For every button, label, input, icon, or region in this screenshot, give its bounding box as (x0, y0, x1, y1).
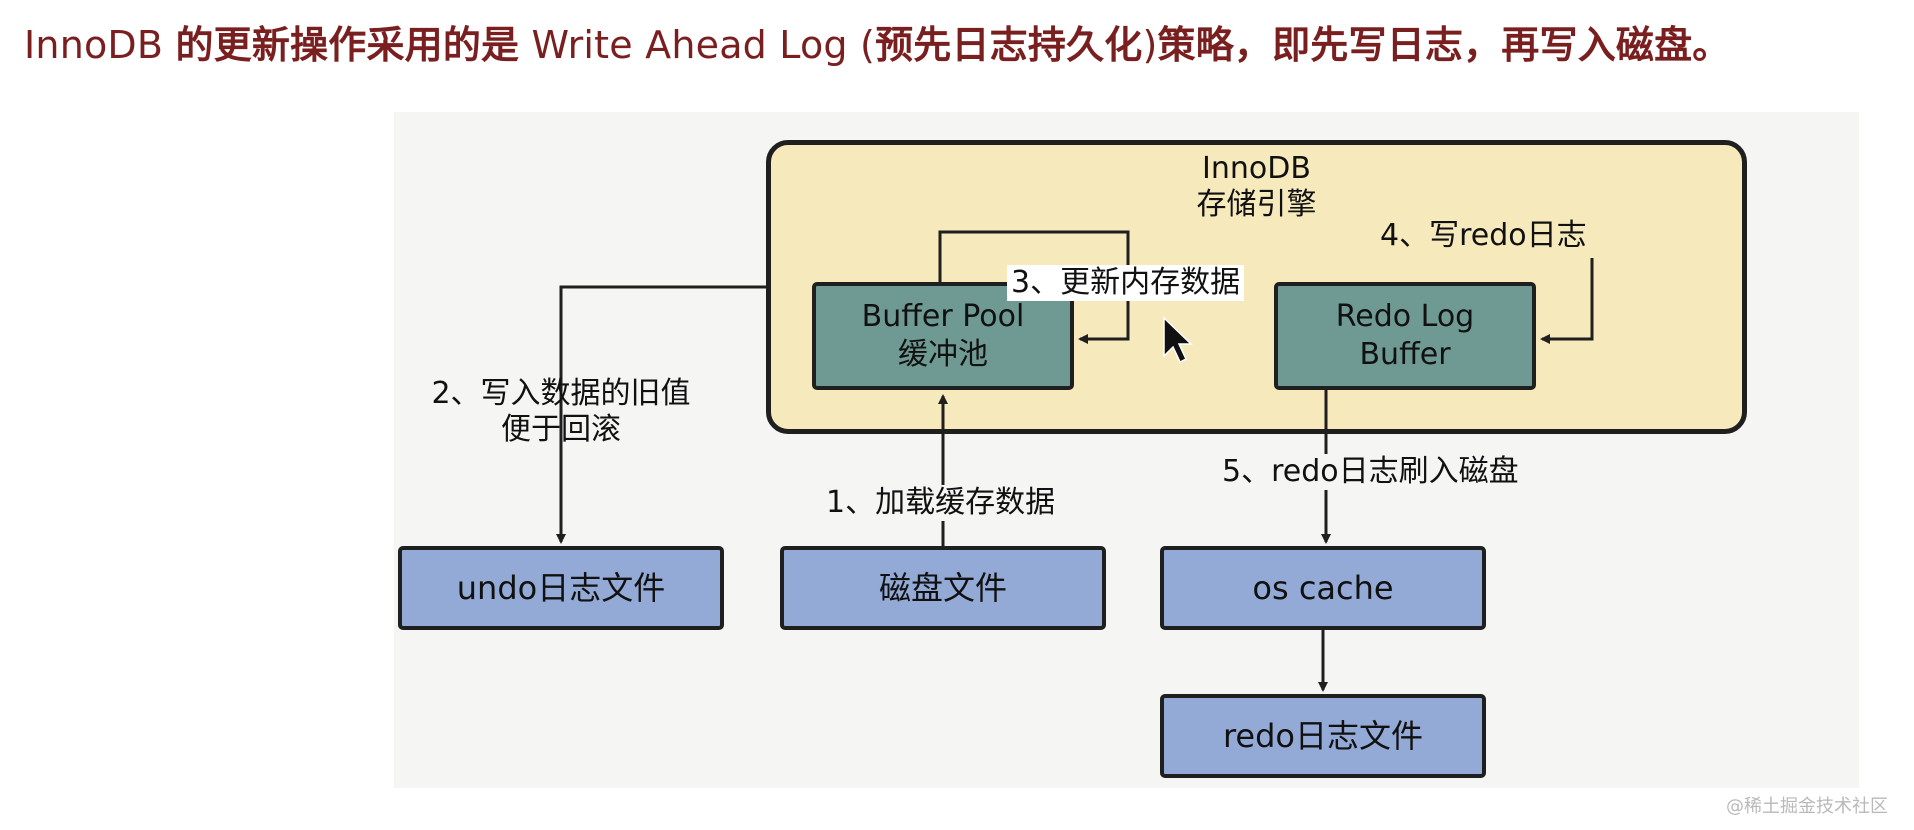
page-headline: InnoDB 的更新操作采用的是 Write Ahead Log (预先日志持久… (24, 10, 1731, 80)
redo-log-file-label: redo日志文件 (1222, 717, 1424, 755)
redo-log-file-box: redo日志文件 (1160, 694, 1486, 778)
os-cache-box: os cache (1160, 546, 1486, 630)
watermark: @稀土掘金技术社区 (1726, 796, 1888, 817)
headline-part-3: Write Ahead Log ( (519, 23, 876, 67)
buffer-pool-label: Buffer Pool (861, 299, 1025, 334)
step5-label: 5、redo日志刷入磁盘 (1222, 454, 1519, 490)
undo-log-file-label: undo日志文件 (456, 569, 666, 607)
disk-file-box: 磁盘文件 (780, 546, 1106, 630)
disk-file-label: 磁盘文件 (878, 569, 1007, 607)
headline-part-6: 策略，即先写日志，再写入磁盘。 (1157, 23, 1731, 67)
headline-part-5: ) (1142, 23, 1158, 67)
engine-title: InnoDB (1202, 151, 1311, 186)
step1-label: 1、加载缓存数据 (826, 485, 1056, 521)
redo-log-buffer-box: Redo Log Buffer (1274, 282, 1536, 390)
headline-part-1: InnoDB (24, 23, 176, 67)
undo-log-file-box: undo日志文件 (398, 546, 724, 630)
step3-label: 3、更新内存数据 (1007, 265, 1245, 301)
headline-part-4: 预先日志持久化 (875, 23, 1143, 67)
headline-part-2: 的更新操作采用的是 (175, 23, 520, 67)
step4-label: 4、写redo日志 (1380, 218, 1587, 254)
step2-line1: 2、写入数据的旧值 (431, 376, 691, 411)
engine-subtitle: 存储引擎 (1196, 187, 1317, 222)
redo-log-buffer-sublabel: Buffer (1359, 337, 1451, 372)
step2-label: 2、写入数据的旧值 便于回滚 (413, 376, 709, 448)
step2-line2: 便于回滚 (501, 412, 621, 447)
buffer-pool-sublabel: 缓冲池 (898, 337, 988, 372)
os-cache-label: os cache (1252, 569, 1394, 607)
redo-log-buffer-label: Redo Log (1335, 299, 1475, 334)
